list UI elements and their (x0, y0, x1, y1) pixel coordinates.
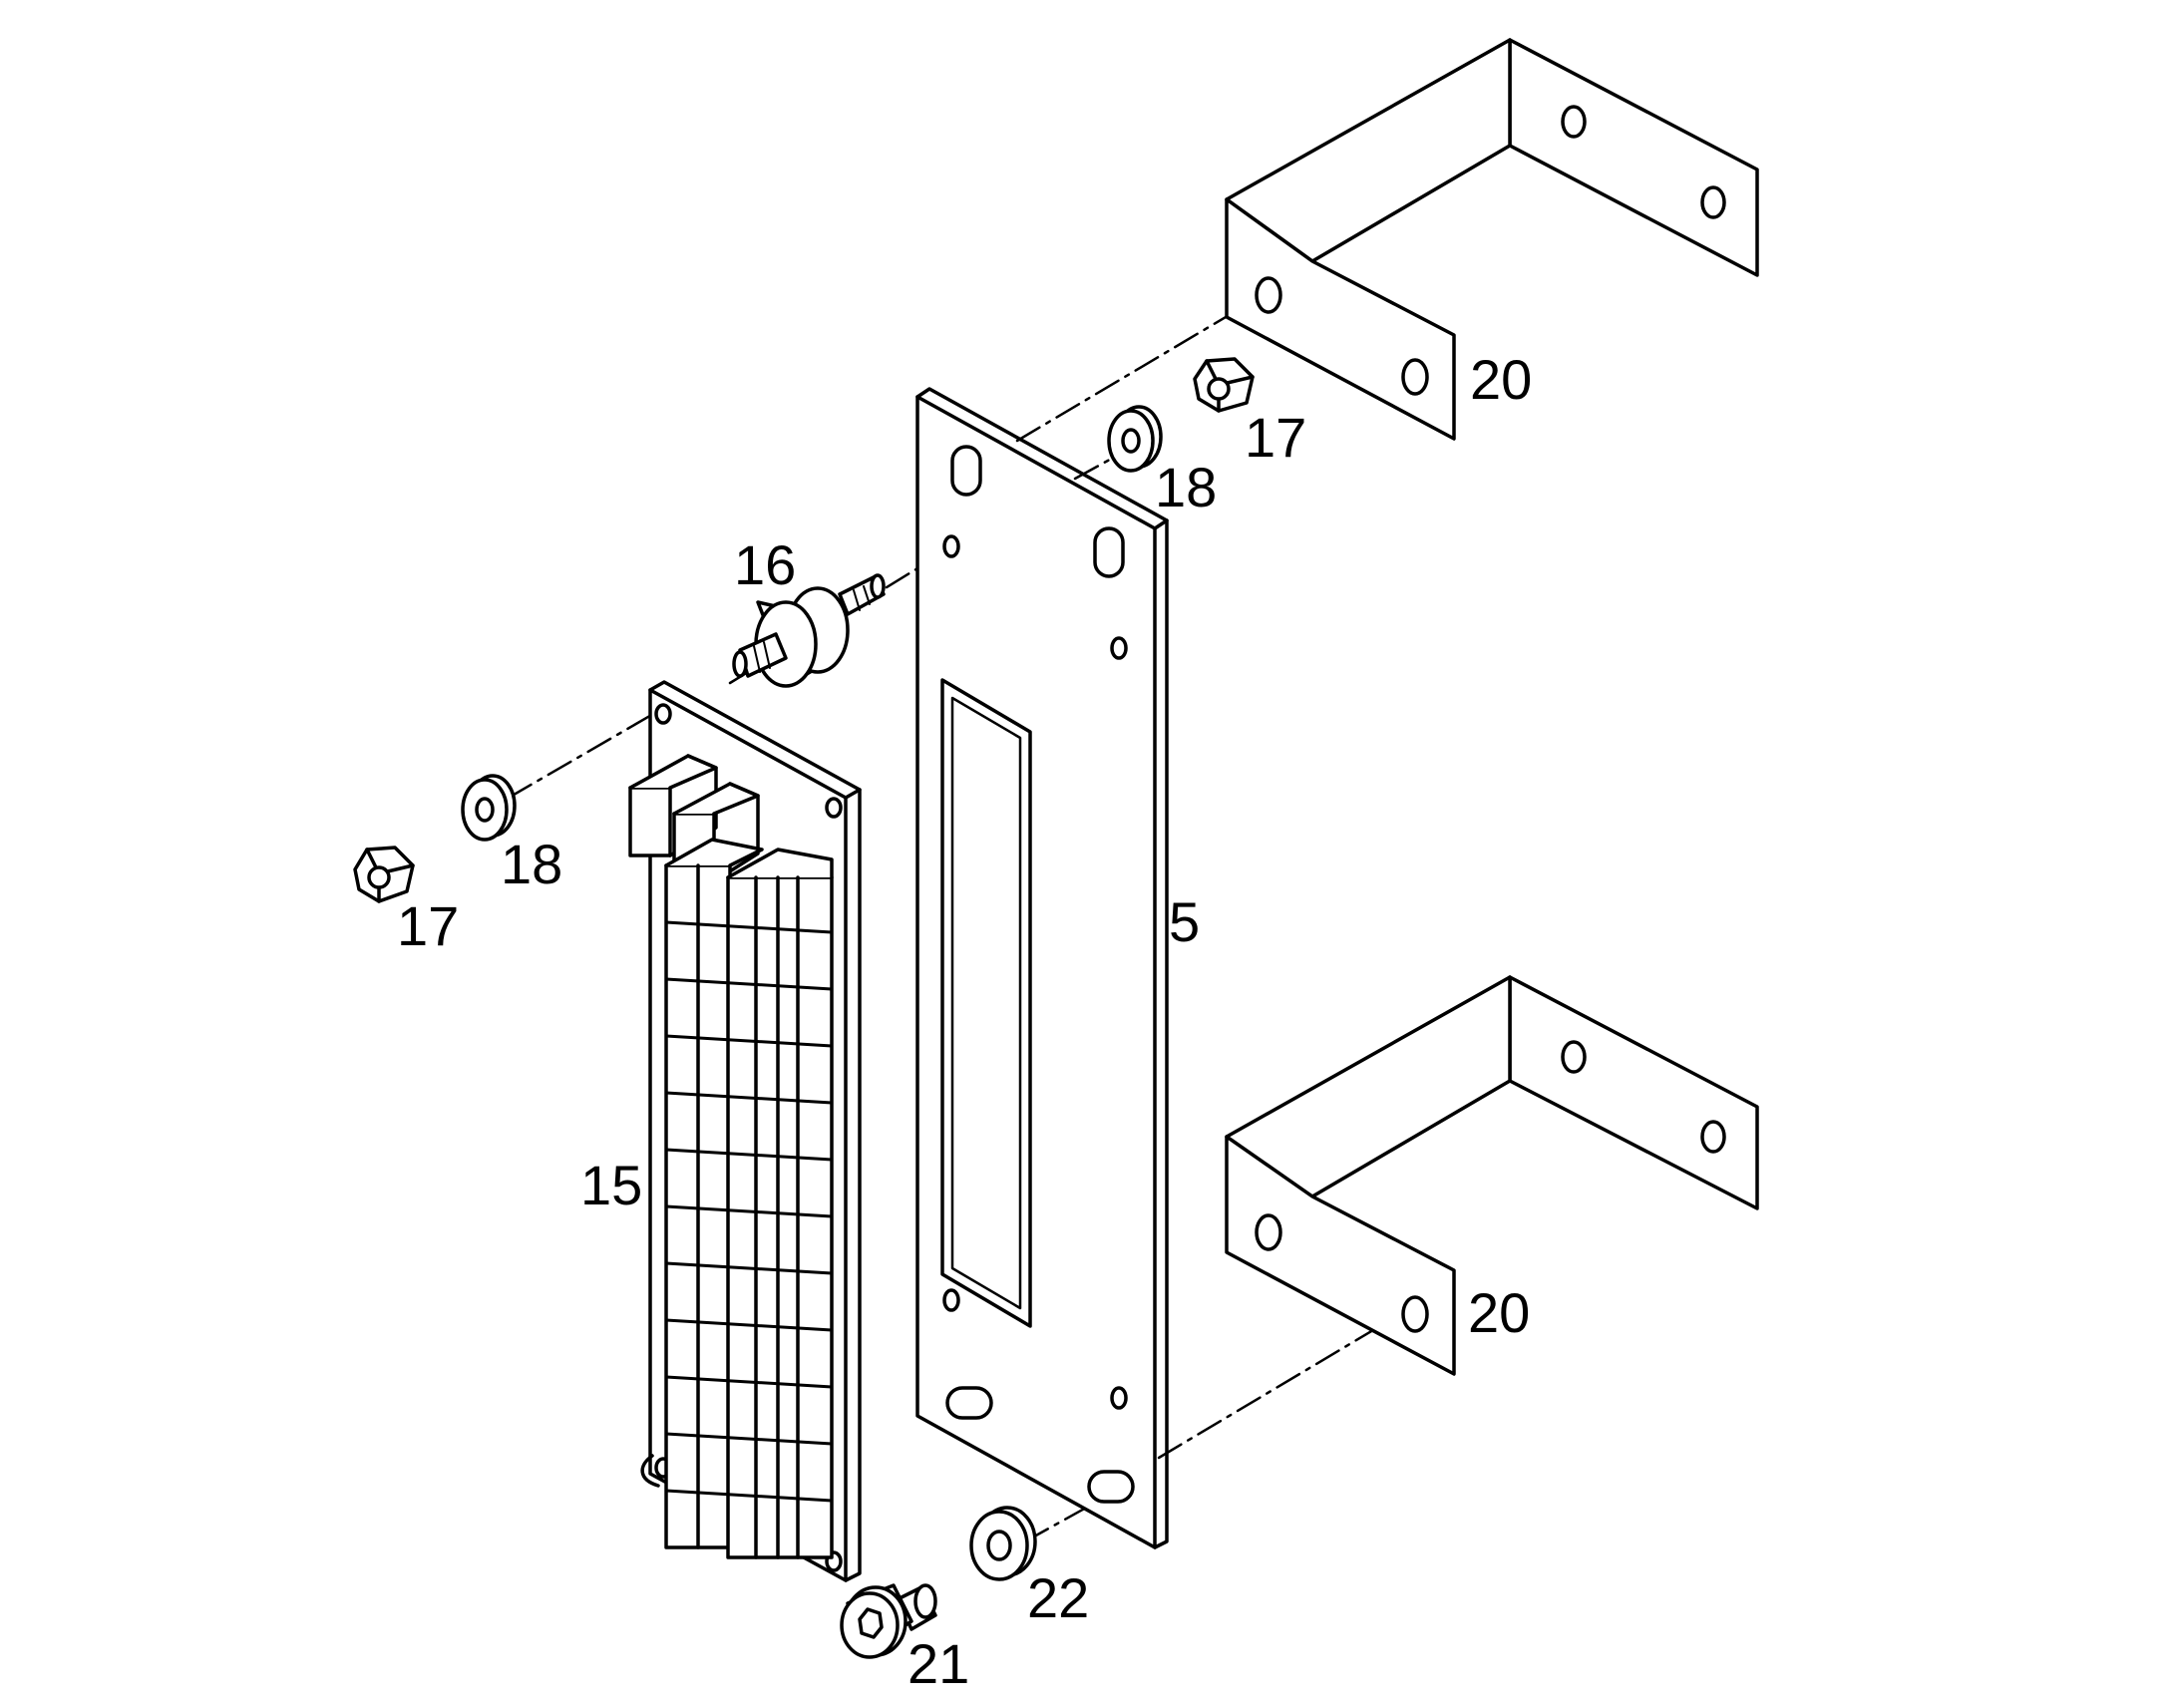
standoff-spacer (732, 573, 886, 688)
callout-18-left: 18 (501, 833, 562, 895)
bracket-hole-icon (1700, 185, 1726, 219)
panel-slot-icon (1093, 526, 1125, 578)
callout-20-top: 20 (1470, 348, 1532, 411)
front-panel (915, 387, 1169, 1549)
panel-hole-icon (942, 534, 960, 558)
callout-17-left: 17 (397, 894, 459, 957)
board-hole-icon (654, 703, 672, 725)
washer-bottom (969, 1506, 1037, 1581)
callout-5: 5 (1169, 890, 1200, 953)
board-hole-icon (825, 797, 843, 819)
bracket-hole-icon (1255, 1213, 1282, 1251)
mounting-bracket-bottom (1225, 975, 1759, 1376)
callout-17-top: 17 (1245, 406, 1306, 469)
callout-21: 21 (908, 1632, 969, 1695)
panel-hole-icon (1110, 1386, 1128, 1410)
callout-18-top: 18 (1155, 456, 1217, 518)
bracket-hole-icon (1561, 105, 1587, 139)
terminal-board (628, 680, 862, 1582)
callout-20-bottom: 20 (1468, 1281, 1530, 1344)
panel-cutout (940, 678, 1032, 1328)
bracket-hole-icon (1561, 1040, 1587, 1074)
bracket-hole-icon (1401, 1295, 1429, 1333)
hex-nut-left (353, 846, 415, 903)
callout-15: 15 (580, 1154, 642, 1216)
panel-slot-icon (950, 445, 982, 497)
bracket-hole-icon (1700, 1120, 1726, 1154)
bracket-hole-icon (1255, 276, 1282, 314)
socket-head-screw (840, 1583, 937, 1659)
panel-hole-icon (942, 1288, 960, 1312)
callout-22: 22 (1027, 1566, 1089, 1629)
terminal-rows (664, 920, 834, 1503)
bracket-hole-icon (1401, 358, 1429, 396)
panel-slot-icon (945, 1386, 993, 1420)
callout-16: 16 (734, 533, 796, 596)
hex-nut-top (1193, 357, 1255, 413)
callout-labels: 5 15 16 17 17 18 18 20 20 21 22 (397, 348, 1532, 1695)
hex-socket-icon (858, 1607, 884, 1639)
washer-left (461, 774, 517, 842)
connector-block (628, 786, 672, 857)
panel-hole-icon (1110, 636, 1128, 660)
mounting-bracket-top (1225, 38, 1759, 441)
washer-top (1107, 405, 1163, 473)
panel-slot-icon (1087, 1470, 1135, 1504)
